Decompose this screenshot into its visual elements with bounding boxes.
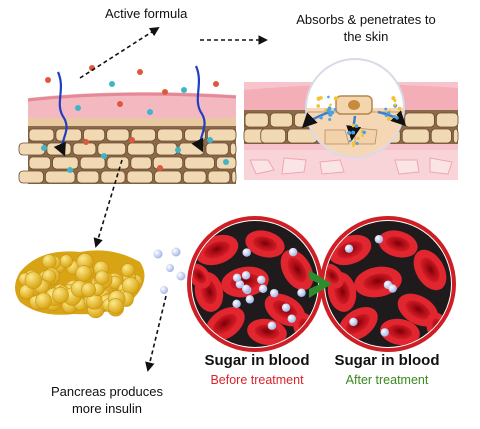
magnifier-view [301,58,407,158]
arrow-to-active-formula [79,26,160,79]
label-pancreas-line2: more insulin [71,401,143,416]
label-absorbs-line1: Absorbs & penetrates to [296,12,436,27]
label-pancreas-line1: Pancreas produces [50,384,163,399]
after-title: Sugar in blood [334,352,440,369]
label-absorbs-line2: the skin [343,29,389,44]
label-active-formula: Active formula [105,6,188,21]
blood-after-circle [320,216,456,352]
formula-particles [41,65,229,173]
arrow-to-pancreas-label [145,295,167,372]
blood-before-circle [187,216,323,352]
arrow-to-pancreas [93,159,123,248]
greater-than-arrow-icon [309,270,332,298]
skin-section-left [18,92,237,184]
pancreas-illustration [15,250,145,319]
before-title: Sugar in blood [204,352,310,369]
before-subtitle: Before treatment [210,373,304,387]
penetration-line-left [53,71,68,157]
penetration-line-right [191,65,206,153]
insulin-particles [153,247,186,294]
after-subtitle: After treatment [345,373,429,387]
